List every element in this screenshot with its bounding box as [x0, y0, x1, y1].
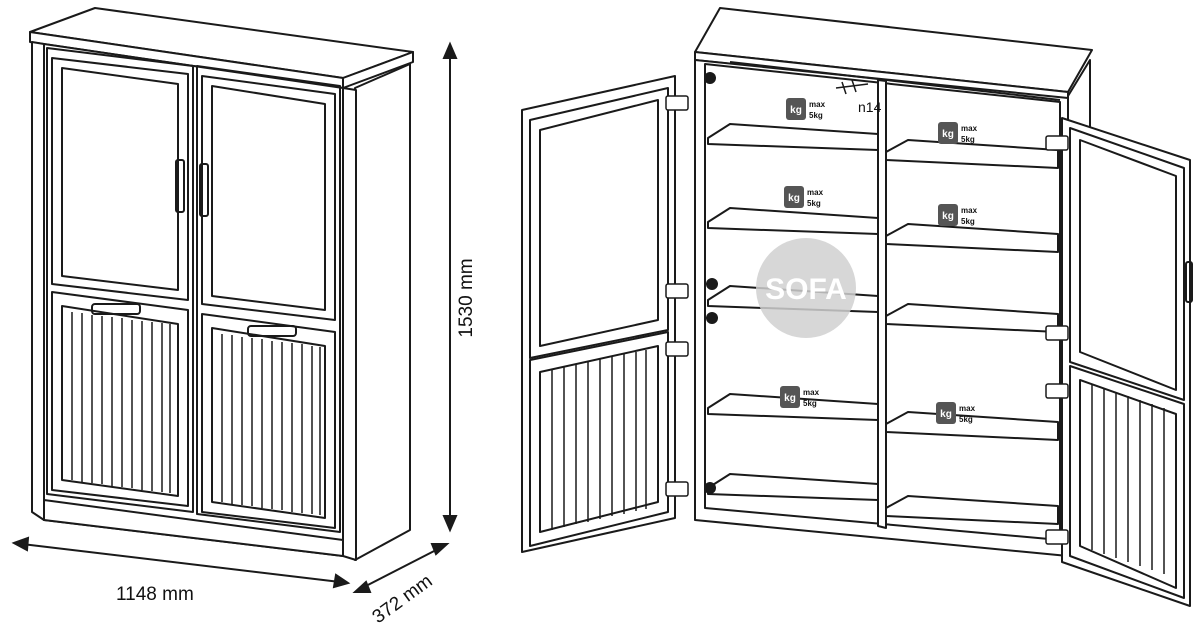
hinge-icon — [1045, 325, 1069, 341]
weight-icon — [780, 386, 800, 408]
load-max-value: 5kg — [961, 135, 975, 144]
right-shelves — [885, 139, 1059, 525]
load-max-value: 5kg — [959, 415, 973, 424]
hinges — [665, 95, 1069, 545]
weight-unit: kg — [942, 211, 954, 222]
sofa-watermark: SOFA — [756, 238, 856, 338]
right-open-door — [1061, 117, 1193, 607]
weight-icon — [936, 402, 956, 424]
height-dimension-label: 1530 mm — [456, 258, 477, 337]
screw-icon — [835, 79, 869, 95]
load-badge: kg max 5kg — [780, 386, 820, 408]
hinge-icon — [1045, 529, 1069, 545]
width-dimension-label: 1148 mm — [116, 584, 194, 605]
load-badge: kg max 5kg — [786, 98, 826, 120]
load-max-label: max — [803, 388, 820, 397]
hinge-icon — [665, 95, 689, 111]
weight-icon — [786, 98, 806, 120]
weight-icon — [938, 122, 958, 144]
weight-unit: kg — [942, 129, 954, 140]
load-max-value: 5kg — [961, 217, 975, 226]
closed-cabinet — [29, 7, 414, 561]
weight-unit: kg — [790, 105, 802, 116]
hinge-icon — [665, 341, 689, 357]
left-open-door — [521, 75, 676, 553]
load-max-value: 5kg — [807, 199, 821, 208]
load-badge: kg max 5kg — [936, 402, 976, 424]
hinge-icon — [665, 283, 689, 299]
dimension-lines — [11, 41, 458, 593]
load-max-label: max — [809, 100, 826, 109]
weight-icon — [938, 204, 958, 226]
load-max-value: 5kg — [803, 399, 817, 408]
load-max-label: max — [807, 188, 824, 197]
load-max-label: max — [961, 124, 978, 133]
open-cabinet — [521, 7, 1193, 607]
load-badge: kg max 5kg — [938, 204, 978, 226]
weight-unit: kg — [940, 409, 952, 420]
load-max-value: 5kg — [809, 111, 823, 120]
load-max-label: max — [959, 404, 976, 413]
weight-unit: kg — [788, 193, 800, 204]
load-badge: kg max 5kg — [938, 122, 978, 144]
weight-unit: kg — [784, 393, 796, 404]
hinge-icon — [1045, 135, 1069, 151]
hinge-mounts — [704, 72, 718, 494]
part-label: n14 — [858, 99, 882, 115]
load-max-label: max — [961, 206, 978, 215]
load-badge: kg max 5kg — [784, 186, 824, 208]
watermark-text: SOFA — [765, 273, 847, 306]
hinge-icon — [665, 481, 689, 497]
weight-icon — [784, 186, 804, 208]
hinge-icon — [1045, 383, 1069, 399]
